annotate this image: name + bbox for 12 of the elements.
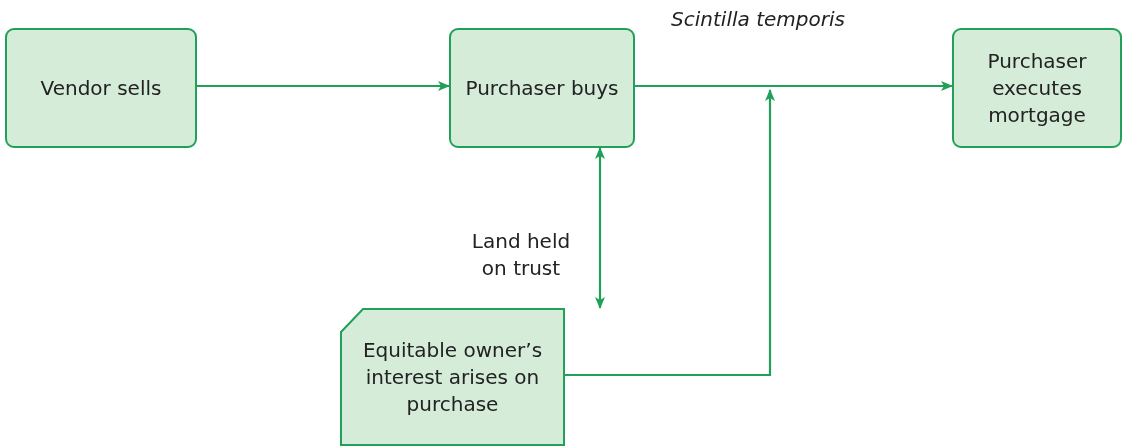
node-label: Vendor sells [40,74,162,102]
node-label: Purchaser buys [465,74,619,102]
node-label: Purchaser executes mortgage [986,47,1088,129]
arrow [635,81,953,91]
process-box [5,28,197,148]
node-label: Equitable owner’s interest arises on purchase [361,336,544,418]
arrow [565,89,775,377]
arrow [595,147,605,309]
process-box [952,28,1122,148]
process-box [449,28,635,148]
arrow [197,81,450,91]
note-box [340,308,565,446]
